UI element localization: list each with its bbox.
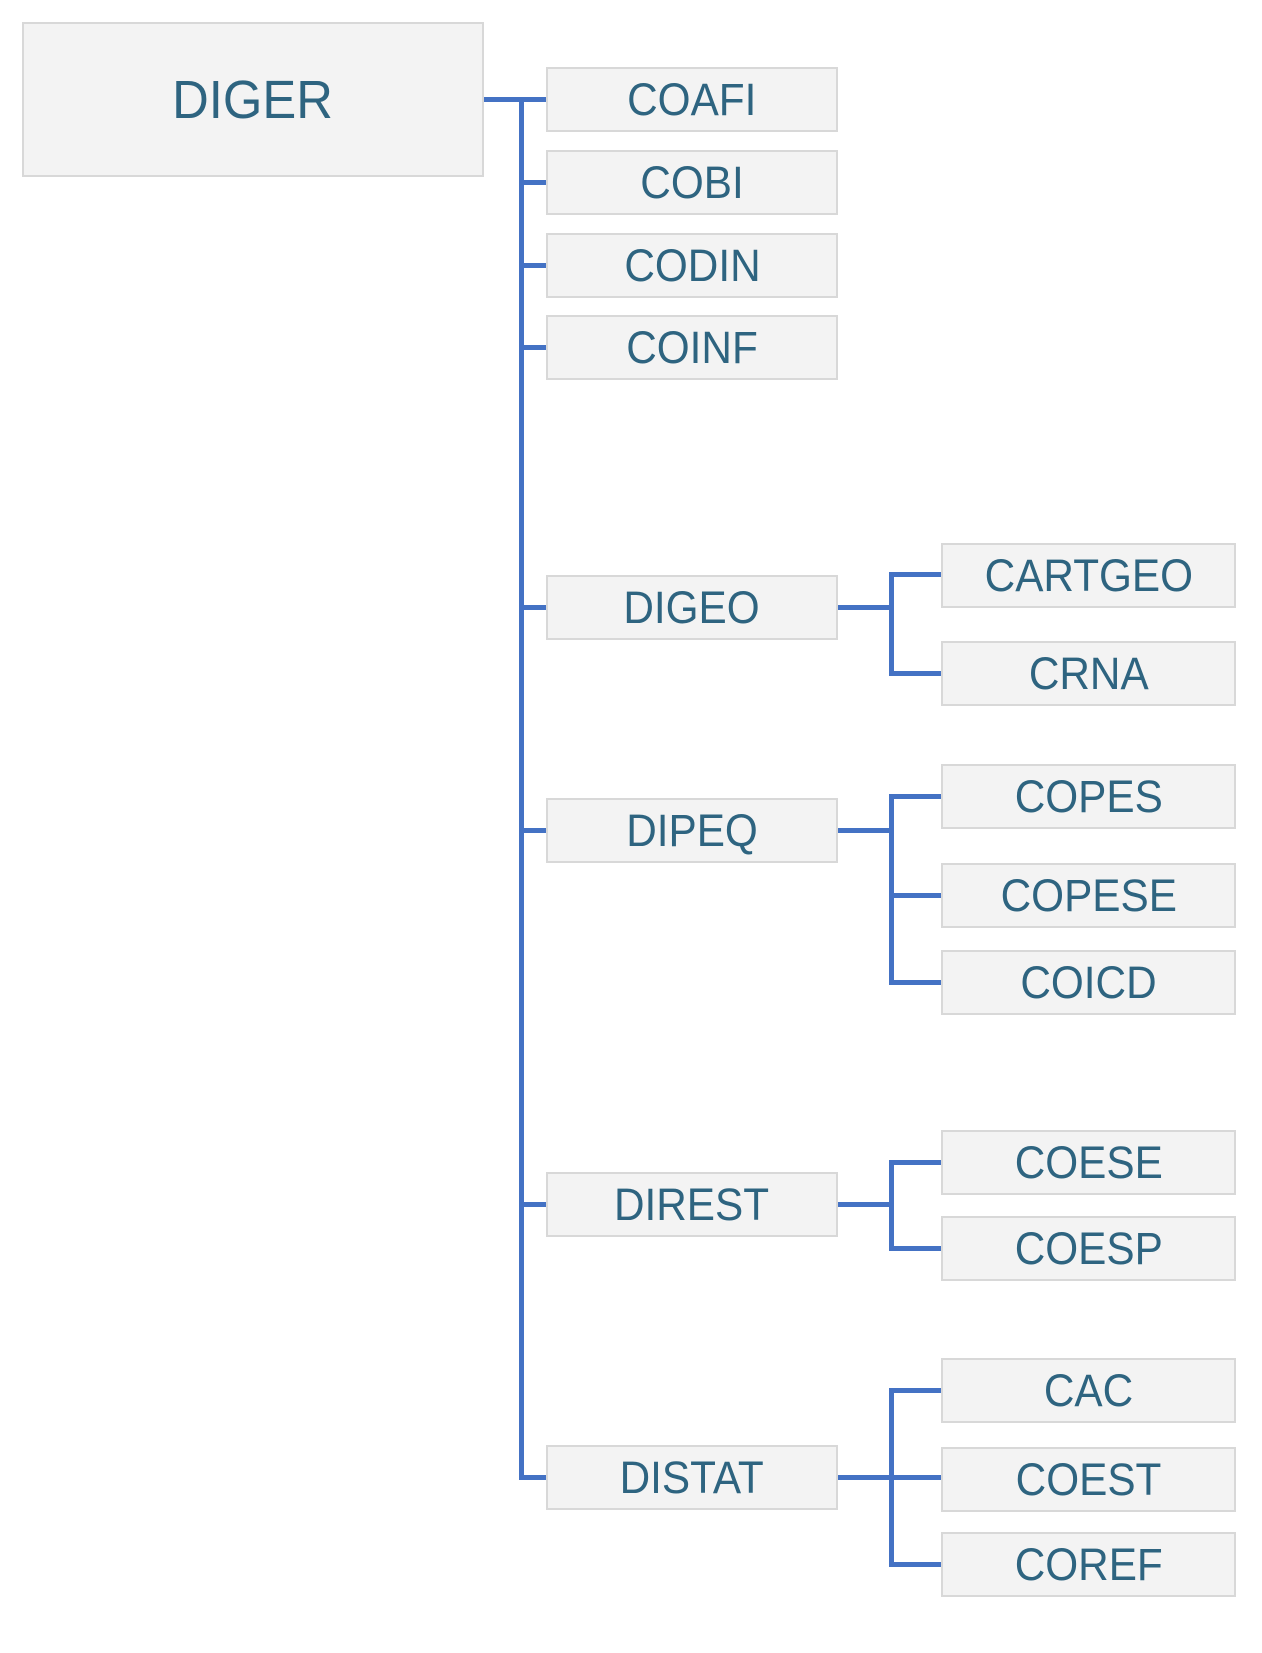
connector-tick-coicd [894, 980, 941, 985]
node-copese: COPESE [941, 863, 1236, 928]
node-label: DIREST [614, 1179, 770, 1230]
node-coest: COEST [941, 1447, 1236, 1512]
node-label: COINF [626, 322, 758, 373]
node-label: COESE [1014, 1137, 1163, 1188]
node-label: COICD [1020, 957, 1157, 1008]
node-diger: DIGER [22, 22, 484, 177]
connector-dipeq-trunk [889, 794, 894, 985]
node-label: DISTAT [619, 1452, 765, 1503]
connector-tick-crna [894, 671, 941, 676]
node-codin: CODIN [546, 233, 838, 298]
connector-tick-coesp [894, 1246, 941, 1251]
connector-tick-coref [894, 1562, 941, 1567]
node-label: CAC [1043, 1365, 1134, 1416]
connector-tick-cartgeo [894, 572, 941, 577]
node-coicd: COICD [941, 950, 1236, 1015]
connector-tick-cobi [524, 180, 546, 185]
connector-tick-coinf [524, 345, 546, 350]
connector-tick-direst [524, 1202, 546, 1207]
node-label: DIGER [172, 69, 334, 130]
node-coesp: COESP [941, 1216, 1236, 1281]
node-cac: CAC [941, 1358, 1236, 1423]
connector-distat-trunk [889, 1388, 894, 1567]
connector-tick-copese [894, 893, 941, 898]
node-digeo: DIGEO [546, 575, 838, 640]
node-coinf: COINF [546, 315, 838, 380]
node-crna: CRNA [941, 641, 1236, 706]
node-coafi: COAFI [546, 67, 838, 132]
connector-diger-coafi [484, 97, 546, 102]
connector-digeo-trunk [889, 572, 894, 676]
node-direst: DIREST [546, 1172, 838, 1237]
connector-elbow-distat [519, 1475, 546, 1480]
node-label: COEST [1015, 1454, 1162, 1505]
node-label: COREF [1014, 1539, 1163, 1590]
node-label: COESP [1014, 1223, 1163, 1274]
connector-main-trunk [519, 97, 524, 1480]
node-coese: COESE [941, 1130, 1236, 1195]
node-label: CODIN [623, 240, 761, 291]
node-cartgeo: CARTGEO [941, 543, 1236, 608]
connector-tick-copes [894, 794, 941, 799]
node-label: CRNA [1028, 648, 1149, 699]
node-label: COBI [640, 157, 744, 208]
connector-tick-dipeq [524, 828, 546, 833]
connector-tick-codin [524, 263, 546, 268]
connector-tick-coese [894, 1160, 941, 1165]
node-label: COPES [1014, 771, 1163, 822]
node-dipeq: DIPEQ [546, 798, 838, 863]
node-distat: DISTAT [546, 1445, 838, 1510]
node-coref: COREF [941, 1532, 1236, 1597]
connector-tick-cac [894, 1388, 941, 1393]
node-label: CARTGEO [984, 550, 1193, 601]
connector-direst-branch [838, 1202, 894, 1207]
node-label: DIPEQ [626, 805, 758, 856]
node-label: DIGEO [623, 582, 761, 633]
connector-direst-trunk [889, 1160, 894, 1251]
connector-dipeq-branch [838, 828, 894, 833]
node-copes: COPES [941, 764, 1236, 829]
node-cobi: COBI [546, 150, 838, 215]
connector-digeo-branch [838, 605, 894, 610]
node-label: COPESE [1000, 870, 1177, 921]
node-label: COAFI [627, 74, 757, 125]
connector-tick-digeo [524, 605, 546, 610]
